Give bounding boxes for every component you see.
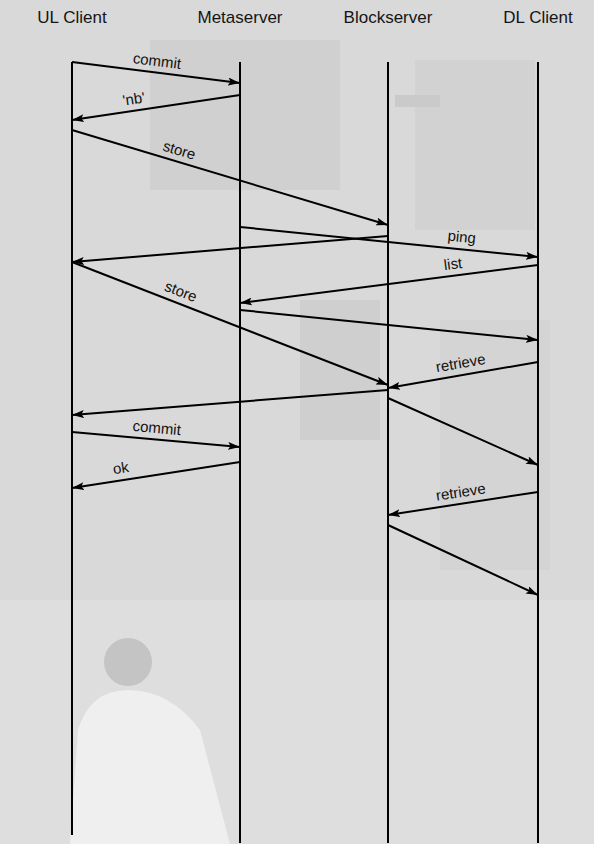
person-shirt	[70, 690, 230, 844]
lifeline	[71, 62, 73, 835]
message-arrow	[240, 265, 538, 303]
building-window	[415, 60, 535, 230]
building-facade	[0, 0, 594, 600]
message-arrow	[240, 310, 538, 340]
ground-area	[0, 600, 594, 844]
message-arrow	[72, 390, 388, 415]
message-label: list	[443, 255, 463, 273]
lifeline	[537, 62, 539, 843]
message-label: commit	[132, 417, 182, 437]
message-arrow	[388, 525, 538, 595]
participant-name: DL Client	[503, 8, 572, 28]
building-sign	[395, 95, 440, 107]
lifeline	[239, 62, 241, 843]
participant-name: Blockserver	[344, 8, 433, 28]
message-arrow	[72, 236, 388, 262]
message-label: ok	[112, 459, 130, 477]
message-arrow	[388, 398, 538, 465]
participant-header: DL Client	[499, 6, 576, 30]
participant-header: UL Client	[33, 6, 110, 30]
message-arrow	[72, 462, 240, 488]
participant-header: Blockserver	[340, 6, 437, 30]
message-label: 'nb'	[122, 89, 147, 108]
message-arrow	[72, 95, 240, 120]
participant-header: Metaserver	[193, 6, 286, 30]
participant-name: Metaserver	[197, 8, 282, 28]
message-arrow	[72, 130, 388, 225]
participant-name: UL Client	[37, 8, 106, 28]
message-arrow	[240, 227, 538, 257]
message-label: ping	[447, 228, 477, 247]
person-head	[104, 638, 152, 686]
message-arrow	[72, 262, 388, 385]
lifeline	[387, 62, 389, 843]
